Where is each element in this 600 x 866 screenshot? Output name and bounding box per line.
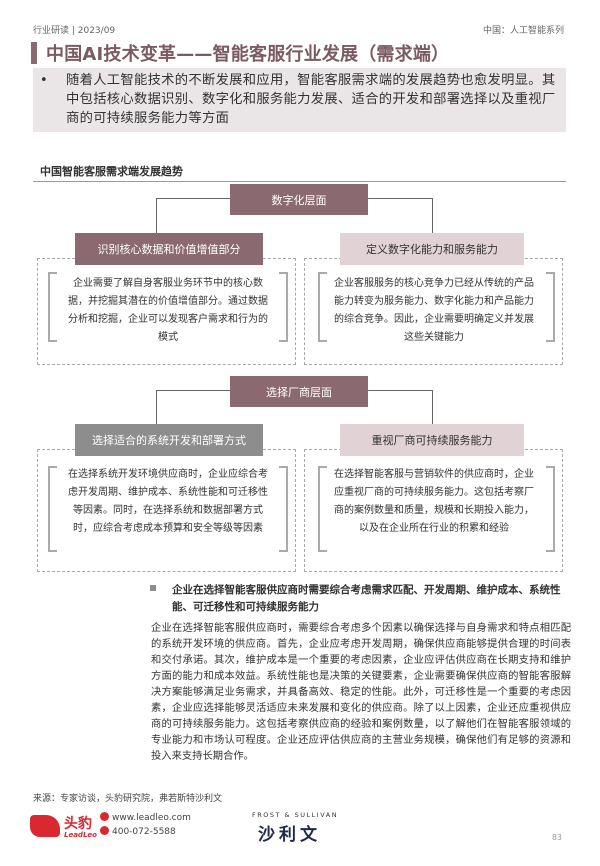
card-label-core-data: 识别核心数据和价值增值部分 — [75, 233, 263, 265]
card-bracket — [546, 466, 555, 552]
connector — [156, 198, 157, 233]
connector — [156, 390, 230, 391]
card-bracket — [279, 466, 288, 552]
phone-icon — [100, 826, 109, 835]
page-title: 中国AI技术变革——智能客服行业发展（需求端） — [46, 44, 450, 65]
summary-body: 企业在选择智能客服供应商时，需要综合考虑多个因素以确保选择与自身需求和特点相匹配… — [151, 622, 571, 762]
connector — [156, 390, 157, 424]
card-bracket — [48, 272, 57, 342]
frost-sullivan-logo-en: FROST & SULLIVAN — [252, 811, 339, 819]
intro-box — [33, 68, 566, 132]
card-text-sustainable-service: 在选择智能客服与营销软件的供应商时，企业应重视厂商的可持续服务能力。这包括考察厂… — [334, 469, 534, 534]
card-text-core-data: 企业需要了解自身客服业务环节中的核心数据，并挖掘其潜在的价值增值部分。通过数据分… — [68, 278, 268, 343]
title-accent-bar — [31, 42, 37, 64]
globe-icon — [100, 812, 109, 821]
connector — [432, 198, 433, 233]
intro-text: 随着人工智能技术的不断发展和应用，智能客服需求端的发展趋势也愈发明显。其中包括核… — [66, 73, 556, 126]
phone-text: 400-072-5588 — [112, 827, 176, 837]
title-row: 中国AI技术变革——智能客服行业发展（需求端） — [31, 40, 571, 67]
leopard-icon — [30, 815, 60, 837]
leadleo-logo-en: LeadLeo — [64, 831, 97, 839]
card-bracket — [318, 466, 327, 552]
card-label-system-dev: 选择适合的系统开发和部署方式 — [75, 424, 263, 456]
source-note: 来源：专家访谈，头豹研究院，弗若斯特沙利文 — [33, 794, 223, 804]
card-text-digital-capability: 企业客服服务的核心竞争力已经从传统的产品能力转变为服务能力、数字化能力和产品能力… — [334, 278, 534, 343]
header-right: 中国：人工智能系列 — [482, 26, 564, 36]
leadleo-logo: 头豹 LeadLeo — [30, 812, 142, 842]
card-bracket — [546, 272, 555, 342]
phone-number: 400-072-5588 — [100, 826, 176, 837]
card-bracket — [48, 466, 57, 552]
section-title: 中国智能客服需求端发展趋势 — [40, 165, 183, 178]
section-divider — [33, 181, 566, 182]
leadleo-logo-cn: 头豹 — [64, 816, 92, 832]
card-label-digital-capability: 定义数字化能力和服务能力 — [340, 233, 524, 265]
card-text-system-dev: 在选择系统开发环境供应商时，企业应综合考虑开发周期、维护成本、系统性能和可迁移性… — [68, 469, 268, 534]
group-label-vendor: 选择厂商层面 — [230, 376, 368, 407]
connector — [368, 390, 432, 391]
frost-sullivan-logo-cn: 沙利文 — [258, 825, 321, 845]
intro-bullet: • — [40, 73, 48, 88]
summary-bullet — [150, 585, 156, 591]
connector — [368, 198, 432, 199]
connector — [156, 198, 230, 199]
connector — [432, 390, 433, 424]
website-link[interactable]: www.leadleo.com — [100, 812, 191, 823]
summary-title: 企业在选择智能客服供应商时需要综合考虑需求匹配、开发周期、维护成本、系统性能、可… — [172, 584, 561, 613]
card-bracket — [279, 272, 288, 342]
card-label-sustainable-service: 重视厂商可持续服务能力 — [340, 424, 524, 456]
group-label-digital: 数字化层面 — [230, 184, 368, 215]
website-text: www.leadleo.com — [112, 813, 191, 823]
page-number: 83 — [551, 833, 562, 842]
header-left: 行业研读 | 2023/09 — [33, 26, 116, 36]
card-bracket — [318, 272, 327, 342]
